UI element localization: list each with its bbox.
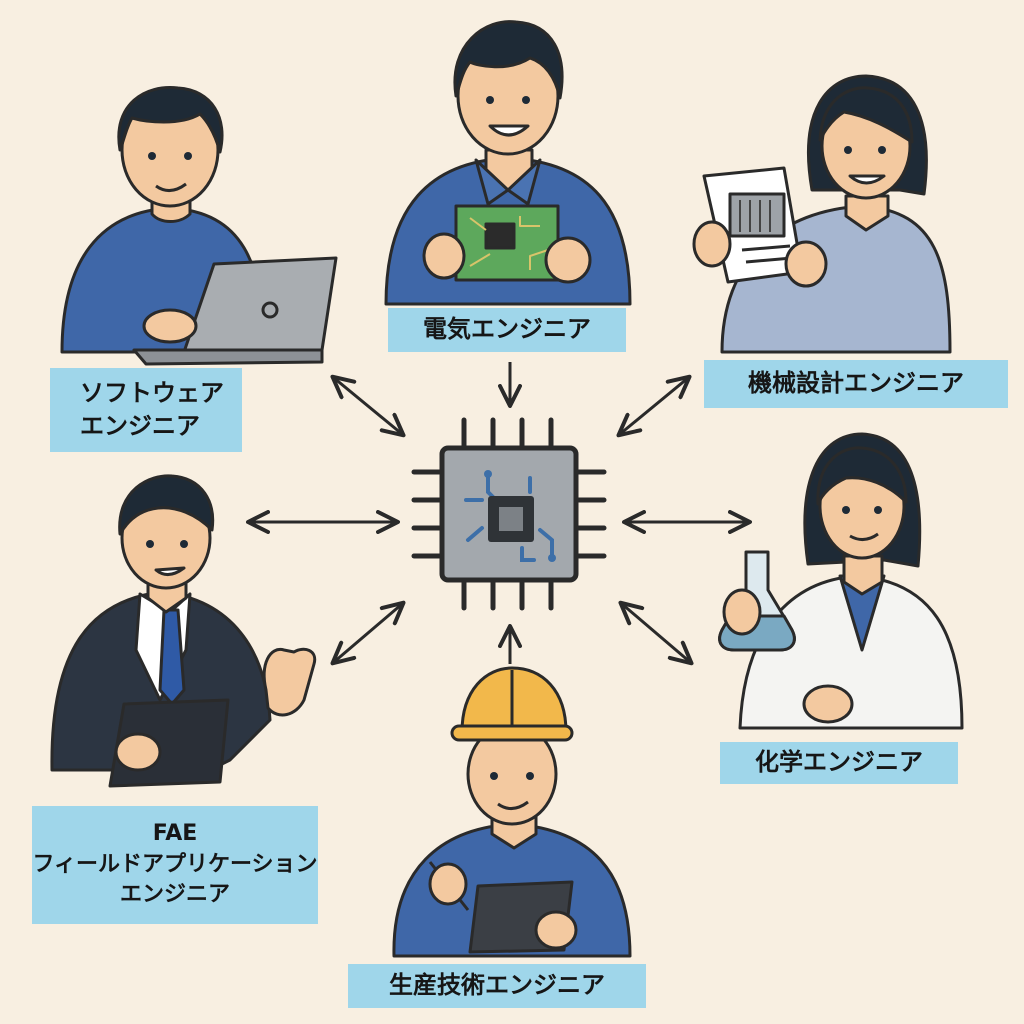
label-line: 生産技術エンジニア — [389, 971, 605, 1000]
label-line: FAE — [152, 821, 198, 847]
software-engineer-figure — [60, 86, 338, 366]
label-chemical-engineer: 化学エンジニア — [720, 742, 958, 784]
arrow-fae-lower — [330, 600, 406, 666]
label-mechanical-engineer: 機械設計エンジニア — [704, 360, 1008, 408]
connection-arrows — [246, 362, 752, 666]
label-line: エンジニア — [119, 882, 230, 908]
fae-engineer-figure — [50, 474, 317, 788]
arrow-chemical-lower — [618, 600, 694, 666]
label-fae-engineer: FAE フィールドアプリケーションエンジニア — [32, 806, 318, 924]
label-line: エンジニア — [80, 412, 200, 440]
label-line: ソフトウェア — [80, 378, 224, 407]
production-engineer-figure — [392, 666, 632, 958]
label-line: 機械設計エンジニア — [748, 369, 964, 398]
label-production-engineer: 生産技術エンジニア — [348, 964, 646, 1008]
label-line: 化学エンジニア — [755, 748, 923, 777]
label-electrical-engineer: 電気エンジニア — [388, 308, 626, 352]
arrow-mechanical — [616, 374, 692, 438]
chip-icon — [411, 417, 607, 611]
label-software-engineer: ソフトウェアエンジニア — [50, 368, 242, 452]
arrow-software — [330, 374, 406, 438]
label-line: フィールドアプリケーション — [32, 851, 318, 877]
label-line: 電気エンジニア — [423, 315, 591, 344]
mechanical-engineer-figure — [692, 74, 952, 354]
electrical-engineer-figure — [384, 20, 632, 306]
chemical-engineer-figure — [718, 432, 964, 730]
